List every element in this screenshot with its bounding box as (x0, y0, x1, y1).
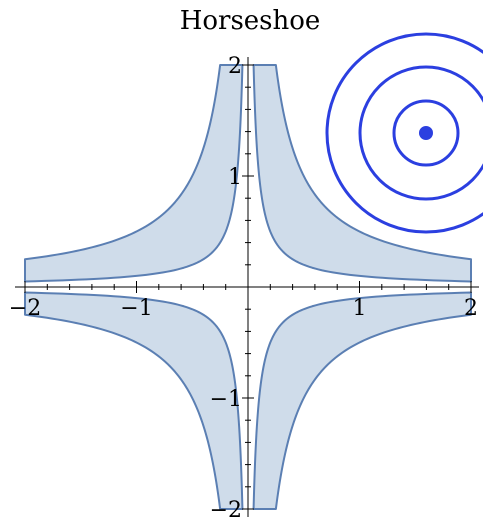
region-top-right (252, 64, 472, 283)
axes-group (15, 57, 479, 517)
tick-group (24, 64, 472, 510)
target-icon (325, 32, 483, 234)
x-tick-label: 1 (353, 296, 367, 321)
target-ring-3 (325, 32, 483, 234)
region-bottom-right (252, 291, 472, 510)
y-tick-label: 1 (228, 165, 242, 190)
target-center-dot (419, 126, 433, 140)
target-ring-2 (358, 65, 483, 201)
x-tick-label: 2 (464, 296, 478, 321)
plot-title: Horseshoe (180, 6, 321, 36)
target-ring-1 (392, 99, 460, 167)
y-tick-label: 2 (228, 54, 242, 79)
region-top-left (24, 64, 244, 283)
y-tick-label: −2 (210, 498, 242, 523)
y-tick-label: −1 (210, 387, 242, 412)
x-tick-label: −2 (9, 296, 41, 321)
tick-label-group: −2 −1 1 2 2 1 −1 −2 (9, 54, 478, 523)
x-tick-label: −1 (120, 296, 152, 321)
